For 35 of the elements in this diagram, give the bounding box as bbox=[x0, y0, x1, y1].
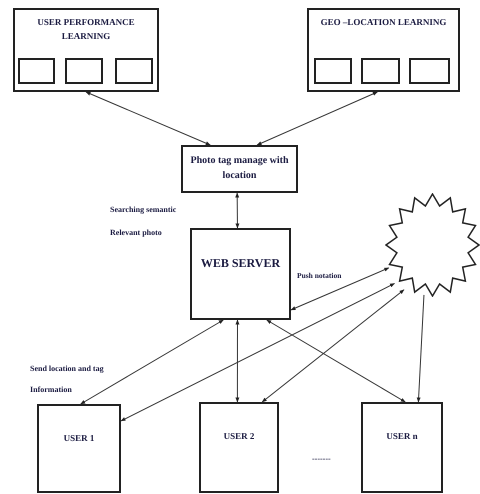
arrow bbox=[262, 289, 404, 402]
node-label: USER 1 bbox=[62, 432, 96, 445]
empty-box bbox=[65, 58, 103, 84]
empty-box bbox=[409, 58, 450, 84]
arrow bbox=[120, 282, 395, 422]
annotation-text: Send location and tag bbox=[30, 364, 104, 373]
node-label: Photo tag manage with location bbox=[189, 154, 290, 183]
user-box bbox=[199, 402, 279, 493]
arrow bbox=[235, 192, 240, 228]
empty-box bbox=[314, 58, 352, 84]
learning-module-box bbox=[13, 8, 159, 92]
arrow bbox=[235, 320, 240, 402]
arrow bbox=[290, 267, 390, 310]
node-label: WEB SERVER bbox=[200, 255, 282, 272]
arrow bbox=[86, 92, 211, 146]
node-label: USER n bbox=[385, 430, 419, 443]
node-label: USER PERFORMANCE LEARNING bbox=[36, 16, 136, 42]
empty-box bbox=[361, 58, 400, 84]
arrow bbox=[256, 92, 378, 146]
process-box bbox=[181, 145, 298, 193]
user-box bbox=[37, 404, 121, 493]
node-label: USER 2 bbox=[222, 430, 256, 443]
arrow bbox=[266, 320, 406, 402]
arrow bbox=[80, 320, 224, 404]
learning-module-box bbox=[307, 8, 460, 92]
arrow bbox=[416, 294, 424, 402]
user-box bbox=[361, 402, 443, 493]
empty-box bbox=[18, 58, 55, 84]
annotation-text: Information bbox=[30, 385, 72, 394]
server-box bbox=[190, 228, 291, 320]
annotation-text: ------- bbox=[312, 454, 331, 463]
node-label: GEO –LOCATION LEARNING bbox=[320, 16, 448, 29]
annotation-text: Relevant photo bbox=[110, 228, 162, 237]
annotation-text: Searching semantic bbox=[110, 205, 176, 214]
empty-box bbox=[115, 58, 153, 84]
